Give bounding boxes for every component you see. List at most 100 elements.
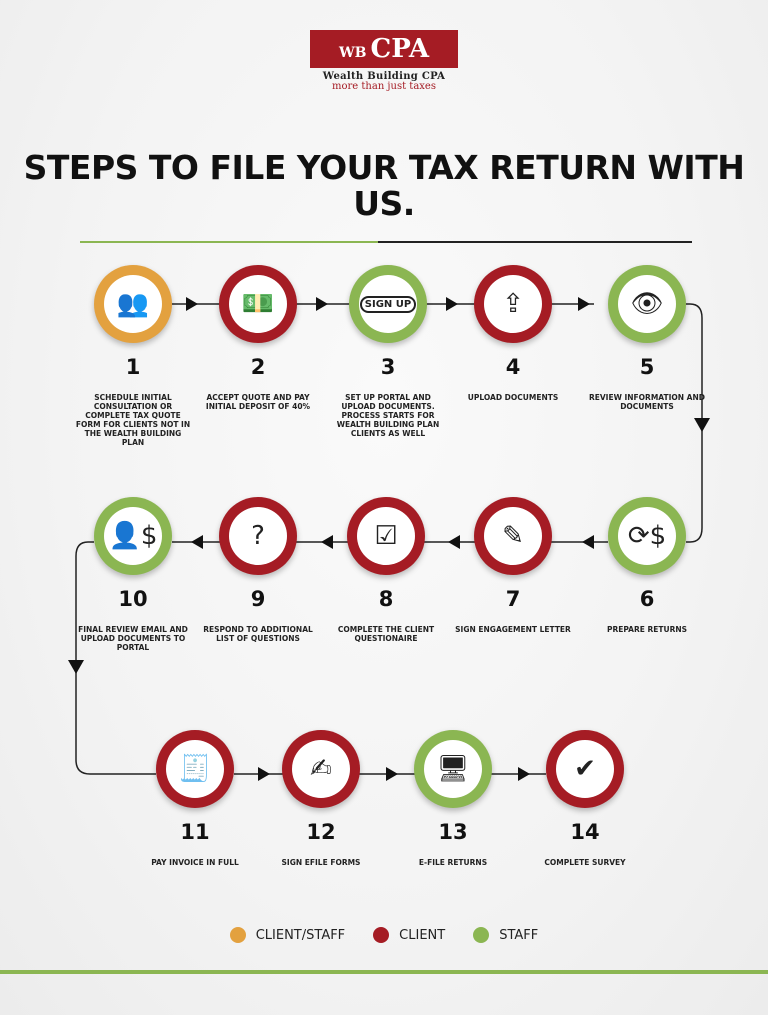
- arrow-icon: [694, 418, 710, 432]
- arrow-icon: [316, 297, 328, 311]
- pen-sign-icon: ✎: [502, 521, 524, 551]
- step-description: SIGN ENGAGEMENT LETTER: [455, 625, 571, 634]
- step-number: 8: [378, 587, 394, 611]
- legend-client: CLIENT: [373, 927, 445, 943]
- step-number: 5: [639, 355, 655, 379]
- arrow-icon: [578, 297, 590, 311]
- step-description: SET UP PORTAL AND UPLOAD DOCUMENTS. PROC…: [336, 393, 440, 438]
- step-circle: ⟳$: [608, 497, 686, 575]
- step-5: 👁 5 REVIEW INFORMATION AND DOCUMENTS: [572, 265, 722, 411]
- step-description: PREPARE RETURNS: [606, 625, 688, 634]
- step-12: ✍ 12 SIGN EFILE FORMS: [246, 730, 396, 867]
- arrow-icon: [186, 297, 198, 311]
- step-description: REVIEW INFORMATION AND DOCUMENTS: [588, 393, 705, 411]
- divider-green: [80, 241, 378, 243]
- sign-up-icon: SIGN UP: [359, 295, 417, 313]
- step-circle: ✍: [282, 730, 360, 808]
- arrow-icon: [386, 767, 398, 781]
- legend-dot: [473, 927, 490, 943]
- step-14: ✔ 14 COMPLETE SURVEY: [510, 730, 660, 867]
- legend-dot: [373, 927, 390, 943]
- legend-label: CLIENT/STAFF: [255, 927, 346, 943]
- step-description: ACCEPT QUOTE AND PAY INITIAL DEPOSIT OF …: [205, 393, 311, 411]
- upload-document-icon: ⇪: [502, 289, 524, 319]
- step-circle: 👥: [94, 265, 172, 343]
- arrow-icon: [321, 535, 333, 549]
- invoice-dollar-icon: 🧾: [178, 754, 212, 784]
- step-11: 🧾 11 PAY INVOICE IN FULL: [120, 730, 270, 867]
- connector-row2-turn: [75, 541, 156, 775]
- footer-bar: [0, 970, 768, 974]
- check-circle-icon: ✔: [574, 754, 596, 784]
- step-circle: ✎: [474, 497, 552, 575]
- step-number: 3: [380, 355, 396, 379]
- question-list-icon: ?: [251, 521, 265, 551]
- eye-icon: 👁: [630, 289, 664, 319]
- step-number: 12: [306, 820, 336, 844]
- step-number: 1: [125, 355, 141, 379]
- step-description: SCHEDULE INITIAL CONSULTATION OR COMPLET…: [75, 393, 191, 447]
- step-description: SIGN EFILE FORMS: [281, 858, 361, 867]
- step-8: ☑ 8 COMPLETE THE CLIENT QUESTIONAIRE: [311, 497, 461, 643]
- arrow-icon: [448, 535, 460, 549]
- step-circle: ⇪: [474, 265, 552, 343]
- efile-icon: 🖥: [436, 754, 470, 784]
- arrow-icon: [191, 535, 203, 549]
- step-7: ✎ 7 SIGN ENGAGEMENT LETTER: [438, 497, 588, 634]
- step-6: ⟳$ 6 PREPARE RETURNS: [572, 497, 722, 634]
- legend-staff: STAFF: [473, 927, 538, 943]
- step-1: 👥 1 SCHEDULE INITIAL CONSULTATION OR COM…: [58, 265, 208, 447]
- step-4: ⇪ 4 UPLOAD DOCUMENTS: [438, 265, 588, 402]
- step-description: RESPOND TO ADDITIONAL LIST OF QUESTIONS: [203, 625, 313, 643]
- step-circle: ☑: [347, 497, 425, 575]
- logo-tagline: more than just taxes: [332, 81, 436, 92]
- step-number: 9: [250, 587, 266, 611]
- logo-mark: CPA: [370, 34, 430, 64]
- money-hand-icon: 💵: [241, 289, 275, 319]
- step-number: 4: [505, 355, 521, 379]
- step-description: E-FILE RETURNS: [418, 858, 488, 867]
- legend: CLIENT/STAFF CLIENT STAFF: [0, 927, 768, 943]
- step-number: 6: [639, 587, 655, 611]
- step-number: 14: [570, 820, 600, 844]
- step-description: COMPLETE SURVEY: [544, 858, 626, 867]
- arrow-icon: [446, 297, 458, 311]
- step-number: 13: [438, 820, 468, 844]
- arrow-icon: [258, 767, 270, 781]
- legend-label: CLIENT: [399, 927, 446, 943]
- step-3: SIGN UP 3 SET UP PORTAL AND UPLOAD DOCUM…: [313, 265, 463, 438]
- legend-client-staff: CLIENT/STAFF: [229, 927, 346, 943]
- checklist-icon: ☑: [374, 521, 398, 551]
- step-circle: ✔: [546, 730, 624, 808]
- arrow-icon: [582, 535, 594, 549]
- step-description: UPLOAD DOCUMENTS: [467, 393, 559, 402]
- step-9: ? 9 RESPOND TO ADDITIONAL LIST OF QUESTI…: [183, 497, 333, 643]
- step-number: 7: [505, 587, 521, 611]
- step-circle: 🧾: [156, 730, 234, 808]
- step-description: FINAL REVIEW EMAIL AND UPLOAD DOCUMENTS …: [78, 625, 188, 652]
- page-title: STEPS TO FILE YOUR TAX RETURN WITH US.: [23, 148, 745, 223]
- legend-label: STAFF: [499, 927, 539, 943]
- step-number: 11: [180, 820, 210, 844]
- step-13: 🖥 13 E-FILE RETURNS: [378, 730, 528, 867]
- refresh-dollar-icon: ⟳$: [627, 521, 667, 551]
- arrowheads: [68, 297, 710, 781]
- step-circle: 💵: [219, 265, 297, 343]
- step-10: 👤$ 10 FINAL REVIEW EMAIL AND UPLOAD DOCU…: [58, 497, 208, 652]
- logo-mark-small: WB: [338, 45, 367, 61]
- step-description: PAY INVOICE IN FULL: [151, 858, 239, 867]
- step-circle: 🖥: [414, 730, 492, 808]
- divider-black: [378, 241, 692, 243]
- step-number: 10: [118, 587, 148, 611]
- step-description: COMPLETE THE CLIENT QUESTIONAIRE: [337, 625, 435, 643]
- arrow-icon: [518, 767, 530, 781]
- person-dollar-icon: 👤$: [108, 521, 158, 551]
- logo-name: Wealth Building CPA: [322, 71, 446, 82]
- step-circle: 👁: [608, 265, 686, 343]
- arrow-icon: [68, 660, 84, 674]
- consultation-icon: 👥: [116, 289, 150, 319]
- step-2: 💵 2 ACCEPT QUOTE AND PAY INITIAL DEPOSIT…: [183, 265, 333, 411]
- step-circle: ?: [219, 497, 297, 575]
